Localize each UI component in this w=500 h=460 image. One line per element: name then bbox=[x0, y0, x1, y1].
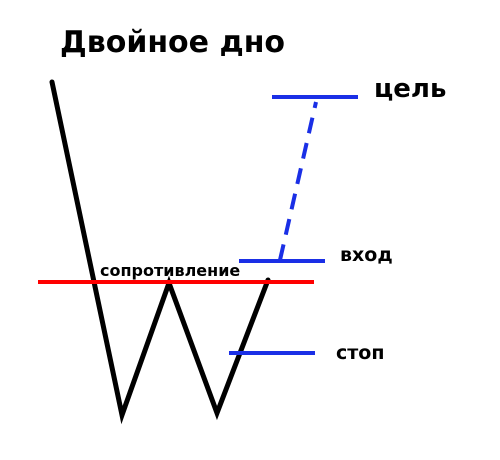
target-label: цель bbox=[374, 74, 446, 104]
projection-dashed-line bbox=[278, 101, 318, 261]
stop-label: стоп bbox=[336, 342, 384, 364]
entry-label: вход bbox=[340, 244, 393, 266]
resistance-label: сопротивление bbox=[100, 261, 240, 280]
price-path-w bbox=[49, 79, 271, 425]
diagram-title: Двойное дно bbox=[60, 25, 285, 60]
